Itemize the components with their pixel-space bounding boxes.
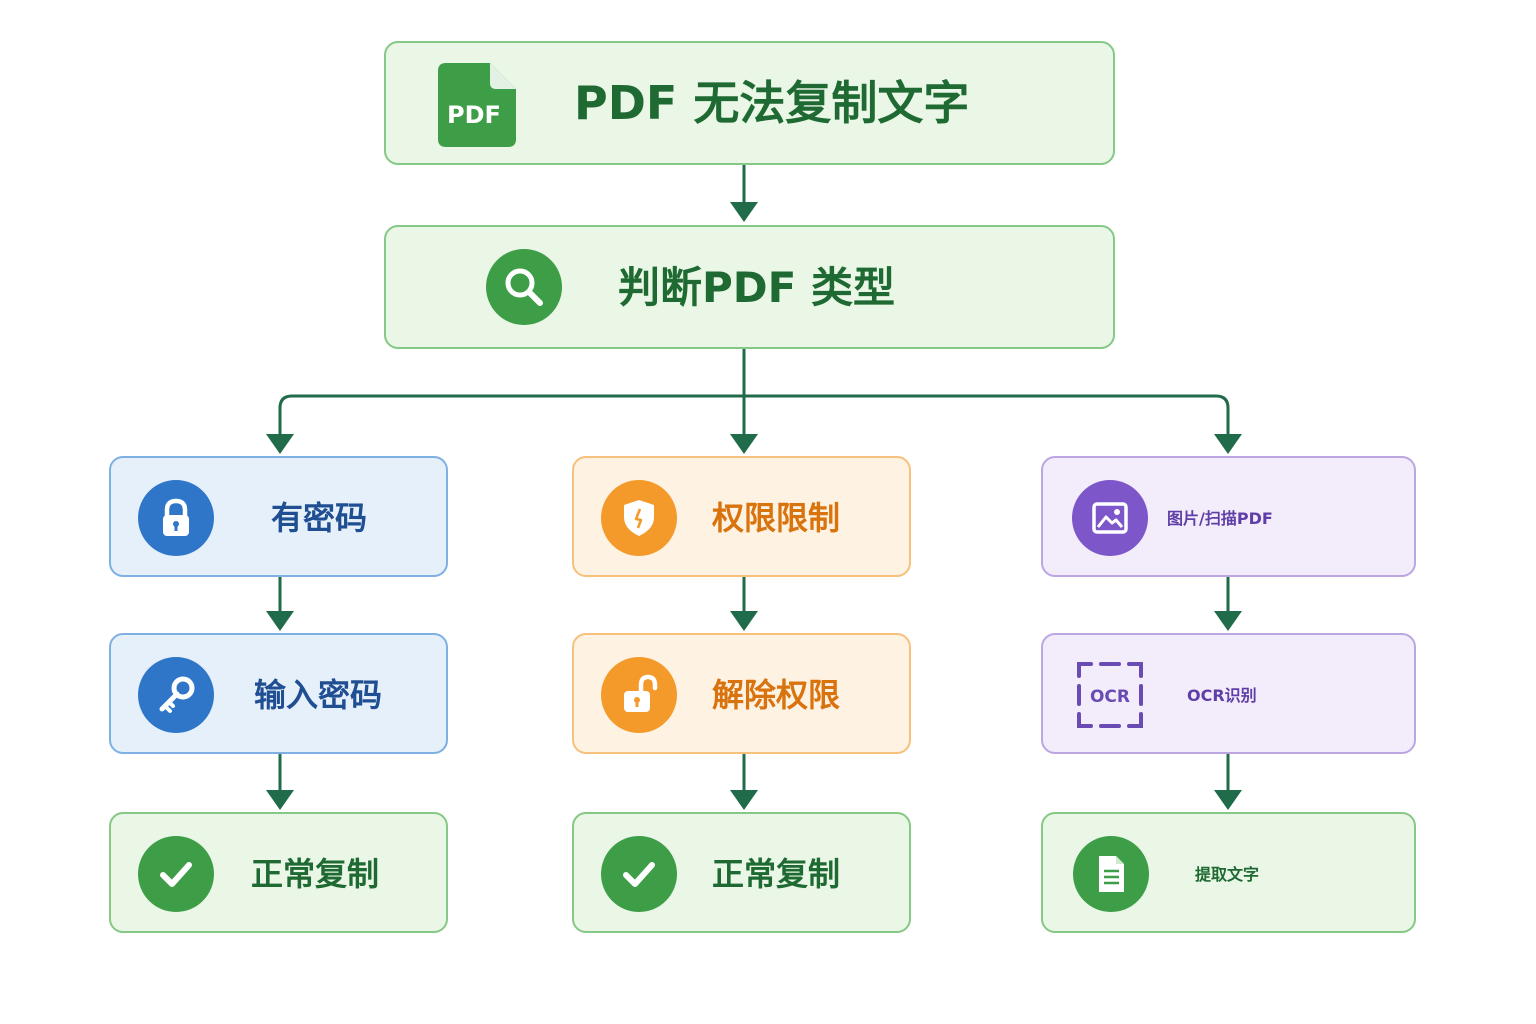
unlock-icon — [601, 657, 677, 733]
extract-text-node: 提取文字 — [1041, 812, 1416, 933]
arrowhead-permission — [730, 434, 758, 454]
arrowhead-image — [1214, 434, 1242, 454]
image-pdf-node: 图片/扫描PDF — [1041, 456, 1416, 577]
search-icon — [486, 249, 562, 325]
ocr-scan-icon: OCR — [1077, 662, 1143, 728]
copy-label-a: 正常复制 — [251, 855, 380, 893]
key-icon — [138, 657, 214, 733]
start-node: PDF PDF 无法复制文字 — [384, 41, 1115, 165]
remove-permission-label: 解除权限 — [712, 676, 841, 714]
arrowhead-remove-permission — [730, 611, 758, 631]
remove-permission-node: 解除权限 — [572, 633, 911, 754]
enter-password-node: 输入密码 — [109, 633, 448, 754]
arrowhead-enter-password — [266, 611, 294, 631]
ocr-label: OCR识别 — [1187, 685, 1257, 705]
arrowhead-copy-b — [730, 790, 758, 810]
checkmark-icon — [138, 836, 214, 912]
extract-text-label: 提取文字 — [1195, 864, 1260, 884]
password-node: 有密码 — [109, 456, 448, 577]
copy-node-b: 正常复制 — [572, 812, 911, 933]
enter-password-label: 输入密码 — [254, 676, 383, 714]
image-icon — [1072, 480, 1148, 556]
checkmark-icon — [601, 836, 677, 912]
pdf-file-icon: PDF — [438, 63, 516, 147]
start-label: PDF 无法复制文字 — [574, 76, 970, 130]
copy-node-a: 正常复制 — [109, 812, 448, 933]
branch-bar — [278, 394, 1230, 436]
arrowhead-password — [266, 434, 294, 454]
shield-icon — [601, 480, 677, 556]
ocr-icon-text: OCR — [1090, 687, 1130, 707]
judge-label: 判断PDF 类型 — [618, 263, 895, 312]
arrowhead-judge — [730, 202, 758, 222]
lock-icon — [138, 480, 214, 556]
pdf-icon-text: PDF — [447, 101, 501, 129]
arrowhead-extract — [1214, 790, 1242, 810]
judge-node: 判断PDF 类型 — [384, 225, 1115, 349]
arrowhead-ocr — [1214, 611, 1242, 631]
image-pdf-label: 图片/扫描PDF — [1167, 508, 1273, 528]
password-label: 有密码 — [271, 499, 368, 537]
arrowhead-copy-a — [266, 790, 294, 810]
permission-node: 权限限制 — [572, 456, 911, 577]
document-icon — [1073, 836, 1149, 912]
permission-label: 权限限制 — [712, 499, 841, 537]
copy-label-b: 正常复制 — [712, 855, 841, 893]
ocr-node: OCR OCR识别 — [1041, 633, 1416, 754]
